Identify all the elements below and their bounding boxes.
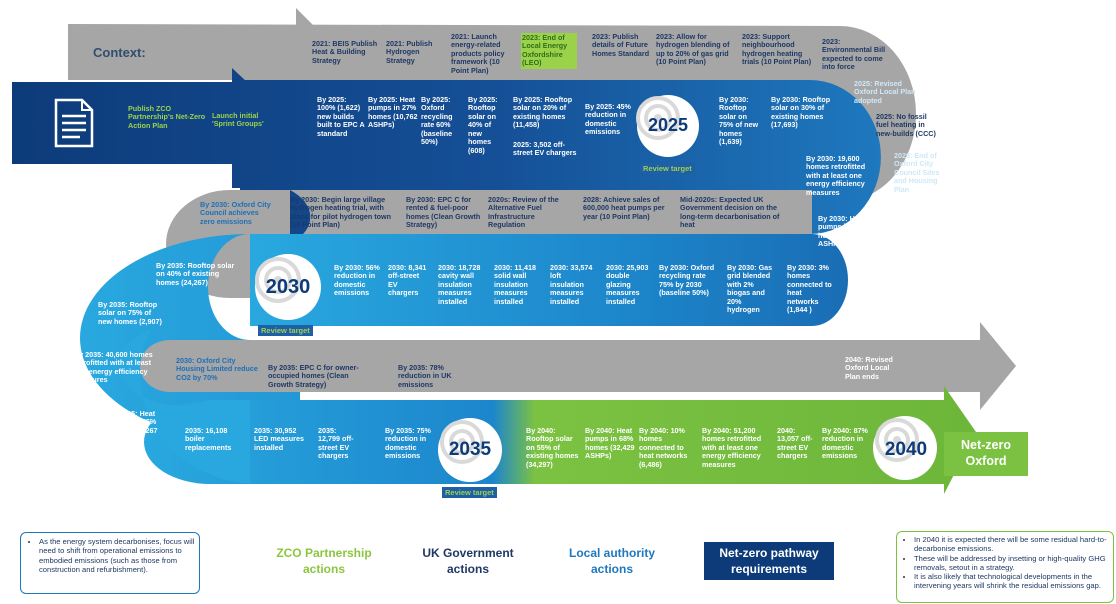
target-item: By 2035: Rooftop solar on 75% of new hom…	[98, 300, 162, 326]
note-text: As the energy system decarbonises, focus…	[39, 537, 195, 574]
context-item: By 2030: Begin large village hydrogen he…	[290, 195, 392, 230]
note-text: In 2040 it is expected there will be som…	[914, 535, 1110, 554]
target-item: By 2030: Rooftop solar on 75% of new hom…	[719, 95, 759, 147]
context-band-mid	[290, 190, 812, 244]
target-item: 2035: 16,108 boiler replacements	[185, 426, 232, 452]
legend-local: Local authority actions	[568, 546, 655, 576]
note-left: As the energy system decarbonises, focus…	[20, 532, 200, 594]
context-item: 2023: Support neighbourhood hydrogen hea…	[742, 32, 812, 67]
context-item: 2021: Launch energy-related products pol…	[451, 32, 505, 75]
legend-ukgov: UK Government actions	[422, 546, 514, 576]
target-item: 2030: 25,903 double glazing measures ins…	[606, 263, 649, 306]
context-item: 2023: Allow for hydrogen blending of up …	[656, 32, 730, 67]
target-item: By 2040: Heat pumps in 68% homes (32,429…	[585, 426, 635, 461]
target-item: 2030: 33,574 loft insulation measures in…	[550, 263, 593, 306]
context-item: By 2030: Oxford City Council achieves ze…	[200, 200, 271, 226]
target-item: 2025: 3,502 off-street EV chargers	[513, 140, 577, 158]
review-target-label: Review target	[258, 325, 313, 336]
context-label: Context:	[93, 45, 146, 60]
context-item: By 2035: 78% reduction in UK emissions	[398, 363, 452, 389]
target-item: By 2030: Oxford recycling rate 75% by 20…	[659, 263, 715, 298]
legend-zco: ZCO Partnership actions	[276, 546, 372, 576]
context-item: 2030: Oxford City Housing Limited reduce…	[176, 356, 258, 382]
target-item: 2030: 18,728 cavity wall insulation meas…	[438, 263, 481, 306]
context-item: 2026: End of Oxford City Council Sites a…	[894, 151, 940, 194]
context-item: 2020s: Review of the Alternative Fuel In…	[488, 195, 559, 230]
milestone-year-2025: 2025	[647, 114, 689, 135]
target-item: By 2035: Heat pumps in 55% homes (25,267…	[108, 409, 158, 444]
note-right: In 2040 it is expected there will be som…	[896, 531, 1114, 603]
target-item: By 2040: Rooftop solar on 55% of existin…	[526, 426, 579, 469]
milestone-year-2035: 2035	[448, 439, 492, 460]
milestone-2025	[636, 95, 699, 157]
context-item-highlight: 2023: End of Local Energy Oxfordshire (L…	[521, 33, 577, 69]
context-item: By 2030: EPC C for rented & fuel-poor ho…	[406, 195, 481, 230]
context-item: 2021: BEIS Publish Heat & Building Strat…	[312, 39, 378, 65]
milestone-2035	[438, 418, 502, 482]
target-item: By 2030: Heat pumps in 39% homes (15,984…	[818, 214, 868, 249]
net-zero-box	[944, 432, 1028, 476]
target-item: 2040: 13,057 off-street EV chargers	[777, 426, 813, 461]
target-item: By 2035: 75% reduction in domestic emiss…	[385, 426, 431, 461]
milestone-year-2030: 2030	[265, 275, 311, 298]
target-item: 2030: 8,341 off-street EV chargers	[388, 263, 427, 298]
target-item: By 2030: 19,600 homes retrofitted with a…	[806, 154, 866, 197]
target-item: By 2025: Rooftop solar on 20% of existin…	[513, 95, 573, 130]
context-item: 2040: Revised Oxford Local Plan ends	[845, 355, 893, 381]
note-text: These will be addressed by insetting or …	[914, 554, 1110, 573]
target-item: By 2025: Heat pumps in 27% homes (10,762…	[368, 95, 418, 130]
target-item: By 2030: Gas grid blended with 2% biogas…	[727, 263, 773, 315]
target-item: By 2030: Rooftop solar on 30% of existin…	[771, 95, 831, 130]
target-item: By 2040: 87% reduction in domestic emiss…	[822, 426, 868, 461]
review-target-label: Review target	[640, 163, 695, 174]
target-item: By 2025: Rooftop solar on 40% of new hom…	[468, 95, 498, 155]
target-item: By 2030: 56% reduction in domestic emiss…	[334, 263, 380, 298]
context-item: 2021: Publish Hydrogen Strategy	[386, 39, 433, 65]
target-item: By 2025: 45% reduction in domestic emiss…	[585, 102, 631, 137]
band-2035-2040	[144, 386, 976, 494]
target-item: By 2035: 40,600 homes retrofitted with a…	[74, 350, 153, 385]
band-2035-curve	[119, 330, 251, 484]
target-item: 2035: 30,952 LED measures installed	[254, 426, 304, 452]
context-item: 2025: No fossil fuel heating in new-buil…	[876, 112, 936, 138]
sprint-action: Launch initial 'Sprint Groups'	[212, 111, 264, 129]
context-item: Mid-2020s: Expected UK Government decisi…	[680, 195, 780, 230]
context-item: By 2035: EPC C for owner-occupied homes …	[268, 363, 359, 389]
target-item: By 2040: 10% homes connected to heat net…	[639, 426, 688, 469]
target-item: By 2040: 51,200 homes retrofitted with a…	[702, 426, 762, 469]
context-item: 2023: Environmental Bill expected to com…	[822, 37, 886, 72]
target-item: By 2035: Rooftop solar on 40% of existin…	[156, 261, 235, 287]
target-item: 2030: 11,418 solid wall insulation measu…	[494, 263, 536, 306]
note-text: It is also likely that technological dev…	[914, 572, 1110, 591]
milestone-2040	[873, 416, 937, 480]
band-2030-body	[250, 234, 848, 326]
target-item: By 2030: 3% homes connected to heat netw…	[787, 263, 832, 315]
legend-pathway: Net-zero pathway requirements	[704, 542, 834, 580]
context-item: 2028: Achieve sales of 600,000 heat pump…	[583, 195, 665, 221]
publish-action: Publish ZCO Partnership's Net-Zero Actio…	[128, 104, 206, 130]
target-item: By 2025: Oxford recycling rate 60% (base…	[421, 95, 453, 147]
target-item: 2035: 12,799 off-street EV chargers	[318, 426, 354, 461]
target-item: By 2025: 100% (1,622) new builds built t…	[317, 95, 365, 138]
net-zero-label: Net-zero Oxford	[960, 438, 1011, 468]
context-item: 2023: Publish details of Future Homes St…	[592, 32, 650, 58]
milestone-year-2040: 2040	[884, 439, 928, 460]
milestone-2030	[255, 254, 321, 320]
context-band-low	[140, 322, 1016, 410]
document-icon	[54, 98, 94, 148]
context-item: 2025: Revised Oxford Local Plan adopted	[854, 79, 916, 105]
review-target-label: Review target	[442, 487, 497, 498]
